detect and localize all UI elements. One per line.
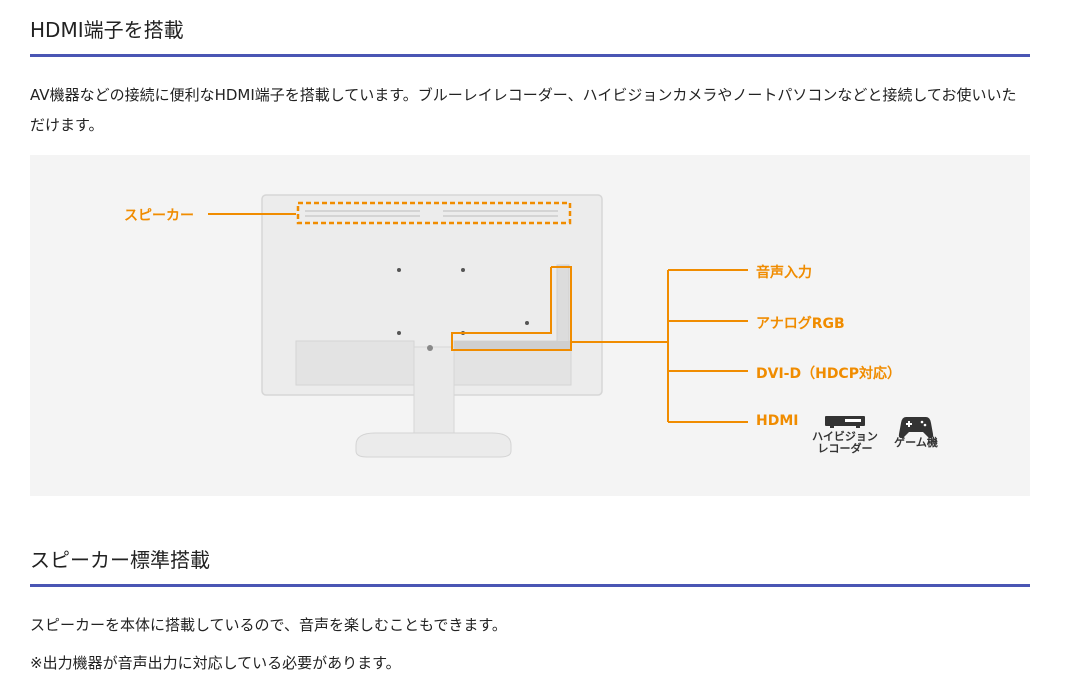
port-label-audio-in: 音声入力 — [756, 265, 812, 281]
speaker-note: ※出力機器が音声出力に対応している必要があります。 — [30, 654, 401, 672]
speaker-label: スピーカー — [124, 208, 194, 224]
recorder-caption-line2: レコーダー — [817, 442, 873, 455]
hdmi-description: AV機器などの接続に便利なHDMI端子を搭載しています。ブルーレイレコーダー、ハ… — [30, 86, 1017, 134]
port-label-dvi-d: DVI-D（HDCP対応） — [756, 366, 901, 382]
monitor-rear-figure: スピーカー 音声入力 アナログRGB DVI-D（HDCP対応） HDMI ハイ… — [30, 155, 1030, 496]
section-title-speaker: スピーカー標準搭載 — [30, 544, 1030, 587]
game-controller-icon — [898, 417, 934, 439]
section-title-hdmi: HDMI端子を搭載 — [30, 14, 1030, 57]
speaker-description: スピーカーを本体に搭載しているので、音声を楽しむこともできます。 — [30, 616, 507, 634]
speaker-grill — [305, 210, 558, 217]
game-caption: ゲーム機 — [894, 436, 938, 449]
port-label-analog-rgb: アナログRGB — [756, 316, 845, 332]
recorder-icon — [825, 416, 865, 428]
monitor-rear-illustration — [208, 194, 934, 458]
port-label-hdmi: HDMI — [756, 413, 799, 429]
recorder-caption: ハイビジョン レコーダー — [810, 431, 880, 455]
recorder-caption-line1: ハイビジョン — [812, 430, 878, 443]
